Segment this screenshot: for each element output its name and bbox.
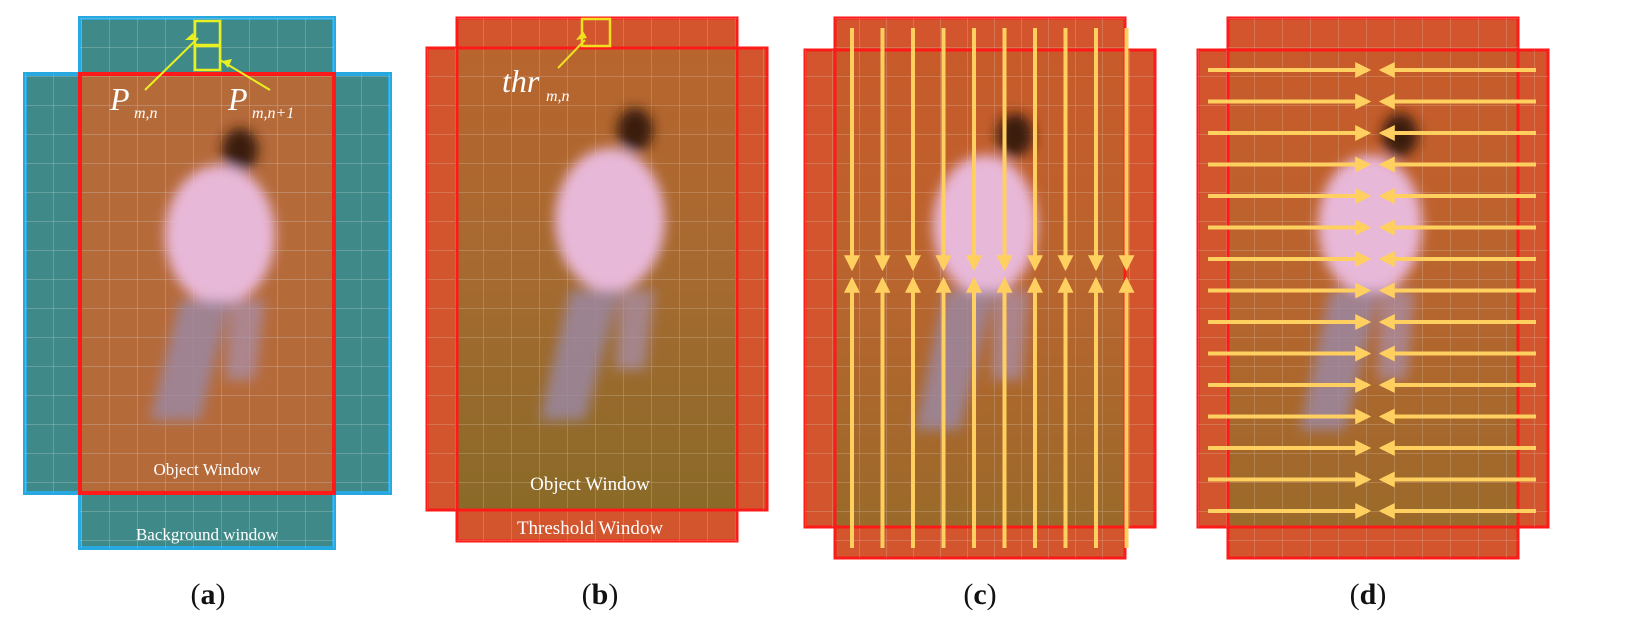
pixel-box-2 [193,44,222,72]
panel-a-figure: P m,n P m,n+1 Object Window Background w… [23,16,392,550]
pixel-label-2: P [227,81,248,117]
panel-c [800,0,1165,570]
caption-d: (d) [1349,578,1387,611]
panel-c-figure [803,16,1157,560]
panel-d-figure [1196,16,1550,560]
vertical-arrows [844,28,1135,548]
person-figure [150,128,275,420]
caption-b: (b) [581,578,619,611]
caption-a: (a) [190,578,226,611]
object-window-label: Object Window [530,474,650,495]
horizontal-arrows [1208,62,1536,519]
panel-d [1190,0,1570,570]
person-figure [540,108,665,420]
background-window-label: Background window [136,525,279,544]
panel-b-figure: thr m,n Object Window Threshold Window [425,16,769,543]
pixel-label-2-sub: m,n+1 [252,105,294,122]
caption-c: (c) [963,578,997,611]
panel-b: thr m,n Object Window Threshold Window [410,0,790,570]
pixel-label-1: P [109,81,130,117]
panel-a: P m,n P m,n+1 Object Window Background w… [0,0,420,570]
threshold-label: thr [502,63,540,99]
pixel-label-1-sub: m,n [134,105,158,122]
threshold-label-sub: m,n [546,88,570,105]
object-window-label: Object Window [153,460,261,479]
threshold-window-label: Threshold Window [517,518,663,539]
